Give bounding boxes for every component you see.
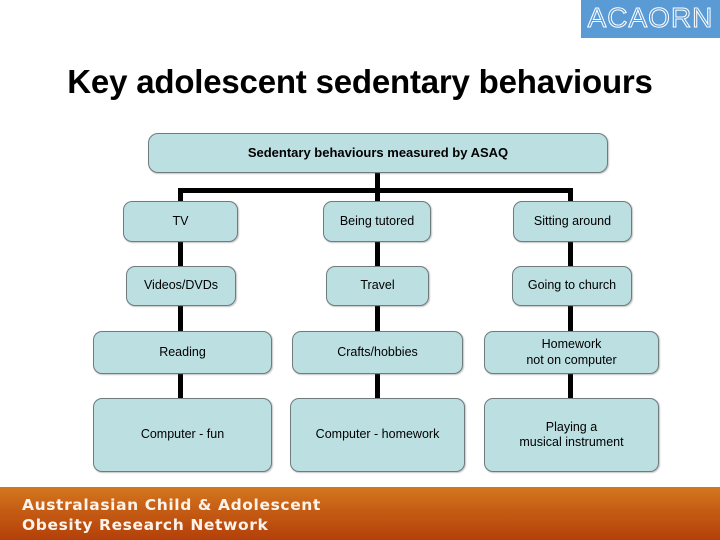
acaorn-logo-text: ACAORN (587, 2, 714, 33)
footer-organisation-name: Australasian Child & Adolescent Obesity … (22, 496, 321, 535)
connector-col1-r1-r2 (178, 242, 183, 266)
diagram-node-col2-row3: Crafts/hobbies (292, 331, 463, 374)
diagram-node-col3-row1: Sitting around (513, 201, 632, 242)
diagram-node-col1-row1: TV (123, 201, 238, 242)
diagram-node-col2-row2: Travel (326, 266, 429, 306)
diagram-node-col3-row2: Going to church (512, 266, 632, 306)
connector-col3-r3-r4 (568, 374, 573, 398)
connector-col2-r2-r3 (375, 306, 380, 331)
diagram-node-col2-row4: Computer - homework (290, 398, 465, 472)
connector-col2-r1-r2 (375, 242, 380, 266)
diagram-node-col1-row3: Reading (93, 331, 272, 374)
diagram-node-root: Sedentary behaviours measured by ASAQ (148, 133, 608, 173)
connector-root-stem (375, 173, 380, 191)
diagram-node-col3-row4: Playing a musical instrument (484, 398, 659, 472)
connector-col3-r1-r2 (568, 242, 573, 266)
connector-bus-drop-col2 (375, 188, 380, 202)
connector-col2-r3-r4 (375, 374, 380, 398)
connector-col3-r2-r3 (568, 306, 573, 331)
page-title: Key adolescent sedentary behaviours (67, 63, 653, 101)
footer-banner: Australasian Child & Adolescent Obesity … (0, 487, 720, 540)
connector-col1-r2-r3 (178, 306, 183, 331)
acaorn-logo: ACAORN (581, 0, 720, 38)
diagram-node-col3-row3: Homework not on computer (484, 331, 659, 374)
diagram-node-col1-row2: Videos/DVDs (126, 266, 236, 306)
connector-bus-drop-col3 (568, 188, 573, 202)
connector-bus-drop-col1 (178, 188, 183, 202)
diagram-node-col2-row1: Being tutored (323, 201, 431, 242)
diagram-node-col1-row4: Computer - fun (93, 398, 272, 472)
connector-col1-r3-r4 (178, 374, 183, 398)
